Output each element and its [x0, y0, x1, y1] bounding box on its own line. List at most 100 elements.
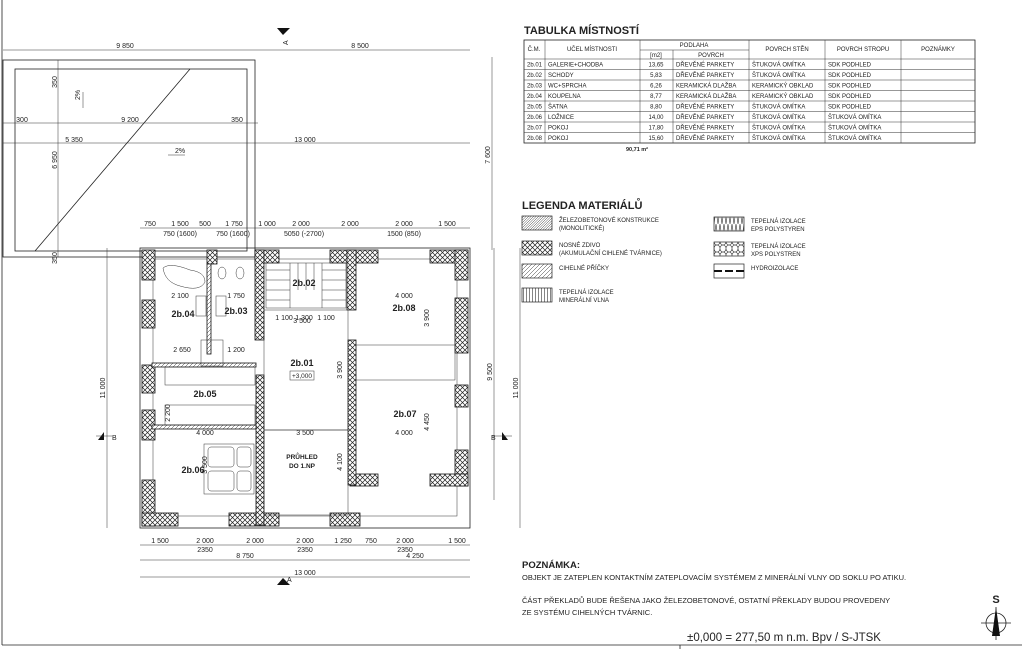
table-cell: ŠTUKOVÁ OMÍTKA — [752, 135, 805, 142]
dimension-label: 11 000 — [100, 377, 107, 398]
dimension-label: 1 200 — [227, 347, 245, 354]
table-header: POZNÁMKY — [921, 46, 955, 53]
dimension-label: 2 200 — [165, 404, 172, 422]
room-label: 2b.01 — [290, 358, 313, 368]
legend-title: LEGENDA MATERIÁLŮ — [522, 198, 642, 212]
floor-plan: 2b.04 2b.03 2b.02 2b.08 2b.01 2b.05 2b.0… — [106, 227, 521, 578]
roof-plan: 9 850 8 500 300 9 200 350 5 350 13 000 3… — [2, 43, 493, 264]
dimension-label: 500 — [199, 221, 211, 228]
dimension-label: 2 000 — [296, 538, 314, 545]
dimension-label: 3 500 — [202, 456, 209, 474]
table-cell: ŠTUKOVÁ OMÍTKA — [752, 72, 805, 79]
dimension-label: 1 100 — [317, 315, 335, 322]
dimension-label: 2 000 — [292, 221, 310, 228]
table-cell: 2b.05 — [527, 105, 543, 111]
legend-label: TEPELNÁ IZOLACE — [751, 218, 806, 225]
bed — [203, 443, 255, 495]
table-cell: 2b.07 — [527, 126, 543, 132]
north-arrow-icon: S — [981, 594, 1011, 640]
table-header: POVRCH STROPU — [837, 47, 889, 53]
dimension-label: 2 000 — [196, 538, 214, 545]
table-cell: 2b.08 — [527, 136, 543, 142]
dimension-label: 750 — [365, 538, 377, 545]
north-arrow-label: S — [992, 594, 999, 606]
table-header: POVRCH — [698, 53, 724, 59]
roof-dim: 8 500 — [351, 43, 369, 50]
staircase — [265, 262, 347, 309]
table-cell: ŠTUKOVÁ OMÍTKA — [752, 114, 805, 121]
legend-label: TEPELNÁ IZOLACE — [559, 289, 614, 296]
dimension-label: 3 900 — [424, 309, 431, 327]
table-cell: ŠTUKOVÁ OMÍTKA — [752, 62, 805, 69]
dimension-label: 1 500 — [171, 221, 189, 228]
void-label: PRŮHLED — [286, 451, 318, 461]
table-cell: SDK PODHLED — [828, 84, 872, 90]
room-label: 2b.08 — [392, 303, 415, 313]
material-legend: LEGENDA MATERIÁLŮ ŽELEZOBETONOVÉ KONSTRU… — [521, 198, 806, 304]
dimension-label: 11 000 — [513, 377, 520, 398]
room-label: 2b.06 — [181, 465, 204, 475]
table-cell: GALERIE+CHODBA — [548, 63, 603, 69]
vertical-waves-swatch-icon — [521, 287, 553, 303]
table-cell: KERAMICKÝ OBKLAD — [752, 93, 814, 100]
table-cell: ŠATNA — [548, 104, 568, 111]
table-cell: DŘEVĚNÉ PARKETY — [676, 103, 734, 111]
dimension-label: 1 500 — [151, 538, 169, 545]
table-cell: SCHODY — [548, 73, 574, 79]
table-cell: SDK PODHLED — [828, 73, 872, 79]
elevation-reference: ±0,000 = 277,50 m n.m. Bpv / S-JTSK — [687, 632, 881, 644]
legend-label: ŽELEZOBETONOVÉ KONSTRUKCE — [559, 216, 659, 224]
table-cell: KERAMICKÁ DLAŽBA — [676, 82, 736, 90]
legend-item: ŽELEZOBETONOVÉ KONSTRUKCE(MONOLITICKÉ) — [521, 215, 659, 232]
room-label: 2b.05 — [193, 389, 216, 399]
level-mark: +3,000 — [292, 373, 312, 380]
table-header: Č.M. — [528, 46, 541, 53]
table-cell: LOŽNICE — [548, 113, 574, 121]
slope-label: 2% — [75, 90, 82, 100]
legend-label: MINERÁLNÍ VLNA — [559, 297, 609, 304]
section-mark-b: B — [112, 435, 117, 442]
table-cell: ŠTUKOVÁ OMÍTKA — [752, 125, 805, 132]
dimension-label: 3 500 — [296, 430, 314, 437]
dimension-label: 1 750 — [227, 293, 245, 300]
legend-item: TEPELNÁ IZOLACE EPS POLYSTYREN — [713, 216, 806, 233]
section-mark-a: A — [283, 40, 290, 45]
dimension-label: 1 100 — [275, 315, 293, 322]
legend-label: EPS POLYSTYREN — [751, 227, 805, 233]
dimension-label: 4 000 — [395, 430, 413, 437]
legend-label: (AKUMULAČNÍ CIHLENÉ TVÁRNICE) — [559, 250, 662, 257]
table-cell: ŠTUKOVÁ OMÍTKA — [828, 114, 881, 121]
dimension-label: 9 500 — [487, 363, 494, 381]
dimension-label: 1 750 — [225, 221, 243, 228]
table-header: [m2] — [650, 53, 662, 59]
section-marks: A A B B — [96, 28, 512, 585]
room-table: TABULKA MÍSTNOSTÍ Č.M. UČEL MÍSTNOSTI PO… — [523, 24, 976, 153]
table-cell: 8,77 — [650, 94, 662, 100]
table-cell: 2b.02 — [527, 73, 543, 79]
dimension-label: 2350 — [397, 547, 413, 554]
crosshatch-swatch-icon — [521, 240, 553, 256]
room-table-title: TABULKA MÍSTNOSTÍ — [524, 24, 640, 37]
dimension-label: 1 500 — [448, 538, 466, 545]
dimension-label: 1 300 — [295, 315, 313, 322]
table-cell: DŘEVĚNÉ PARKETY — [676, 71, 734, 79]
dimension-label: 1 250 — [334, 538, 352, 545]
zigzag-swatch-icon — [713, 216, 745, 232]
legend-item: HYDROIZOLACE — [713, 263, 798, 279]
table-cell: SDK PODHLED — [828, 94, 872, 100]
table-total: 90,71 m² — [626, 146, 648, 153]
legend-label: XPS POLYSTREN — [751, 252, 801, 258]
room-label: 2b.03 — [224, 306, 247, 316]
table-cell: 13,65 — [648, 63, 664, 69]
level-mark-box — [289, 370, 315, 381]
dimension-label: 750 — [144, 221, 156, 228]
